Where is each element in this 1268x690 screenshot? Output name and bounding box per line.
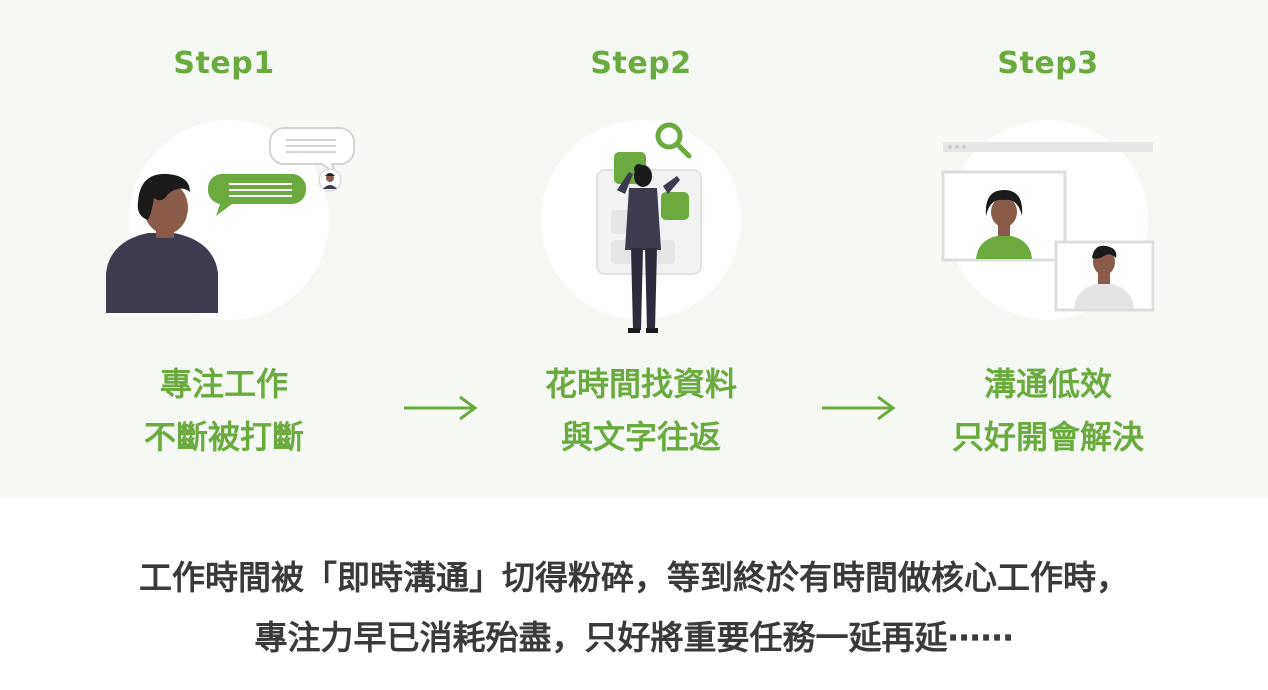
video-window-icon-2: [1054, 240, 1155, 312]
outline-chat-bubble-icon: [269, 127, 355, 177]
step-1-description: 專注工作 不斷被打斷: [74, 358, 374, 464]
step-1-line-1: 專注工作: [159, 365, 288, 403]
person-icon: [106, 173, 218, 313]
caption-line-1: 工作時間被「即時溝通」切得粉碎，等到終於有時間做核心工作時，: [139, 558, 1129, 597]
avatar-icon: [318, 168, 342, 192]
step-1-line-2: 不斷被打斷: [143, 418, 304, 456]
green-chat-bubble-icon: [207, 174, 306, 216]
step-2-title: Step2: [590, 46, 692, 81]
interrupted-worker-illustration: [106, 120, 355, 320]
step-2-description: 花時間找資料 與文字往返: [491, 358, 791, 464]
searching-illustration: [541, 120, 741, 333]
search-icon: [655, 122, 692, 159]
step-2-line-1: 花時間找資料: [544, 365, 737, 403]
video-meeting-illustration: [941, 120, 1155, 320]
arrow-right-icon: [404, 395, 478, 421]
step-3-title: Step3: [997, 46, 1099, 81]
caption: 工作時間被「即時溝通」切得粉碎，等到終於有時間做核心工作時， 專注力早已消耗殆盡…: [0, 548, 1268, 668]
video-window-icon: [941, 170, 1067, 262]
person-icon: [617, 164, 680, 333]
step-3-line-1: 溝通低效: [983, 365, 1112, 403]
arrow-right-icon-2: [822, 395, 896, 421]
step-3: Step3: [898, 0, 1198, 498]
caption-line-2: 專注力早已消耗殆盡，只好將重要任務一延再延⋯⋯: [254, 618, 1014, 657]
step-1-title: Step1: [173, 46, 275, 81]
steps-panel: Step1: [0, 0, 1268, 498]
step-1: Step1: [74, 0, 374, 498]
step-2-line-2: 與文字往返: [560, 418, 721, 456]
green-card-icon-2: [661, 192, 689, 220]
step-3-line-2: 只好開會解決: [951, 418, 1144, 456]
step-2: Step2: [491, 0, 791, 498]
browser-bar-icon: [943, 142, 1153, 152]
step-3-description: 溝通低效 只好開會解決: [898, 358, 1198, 464]
